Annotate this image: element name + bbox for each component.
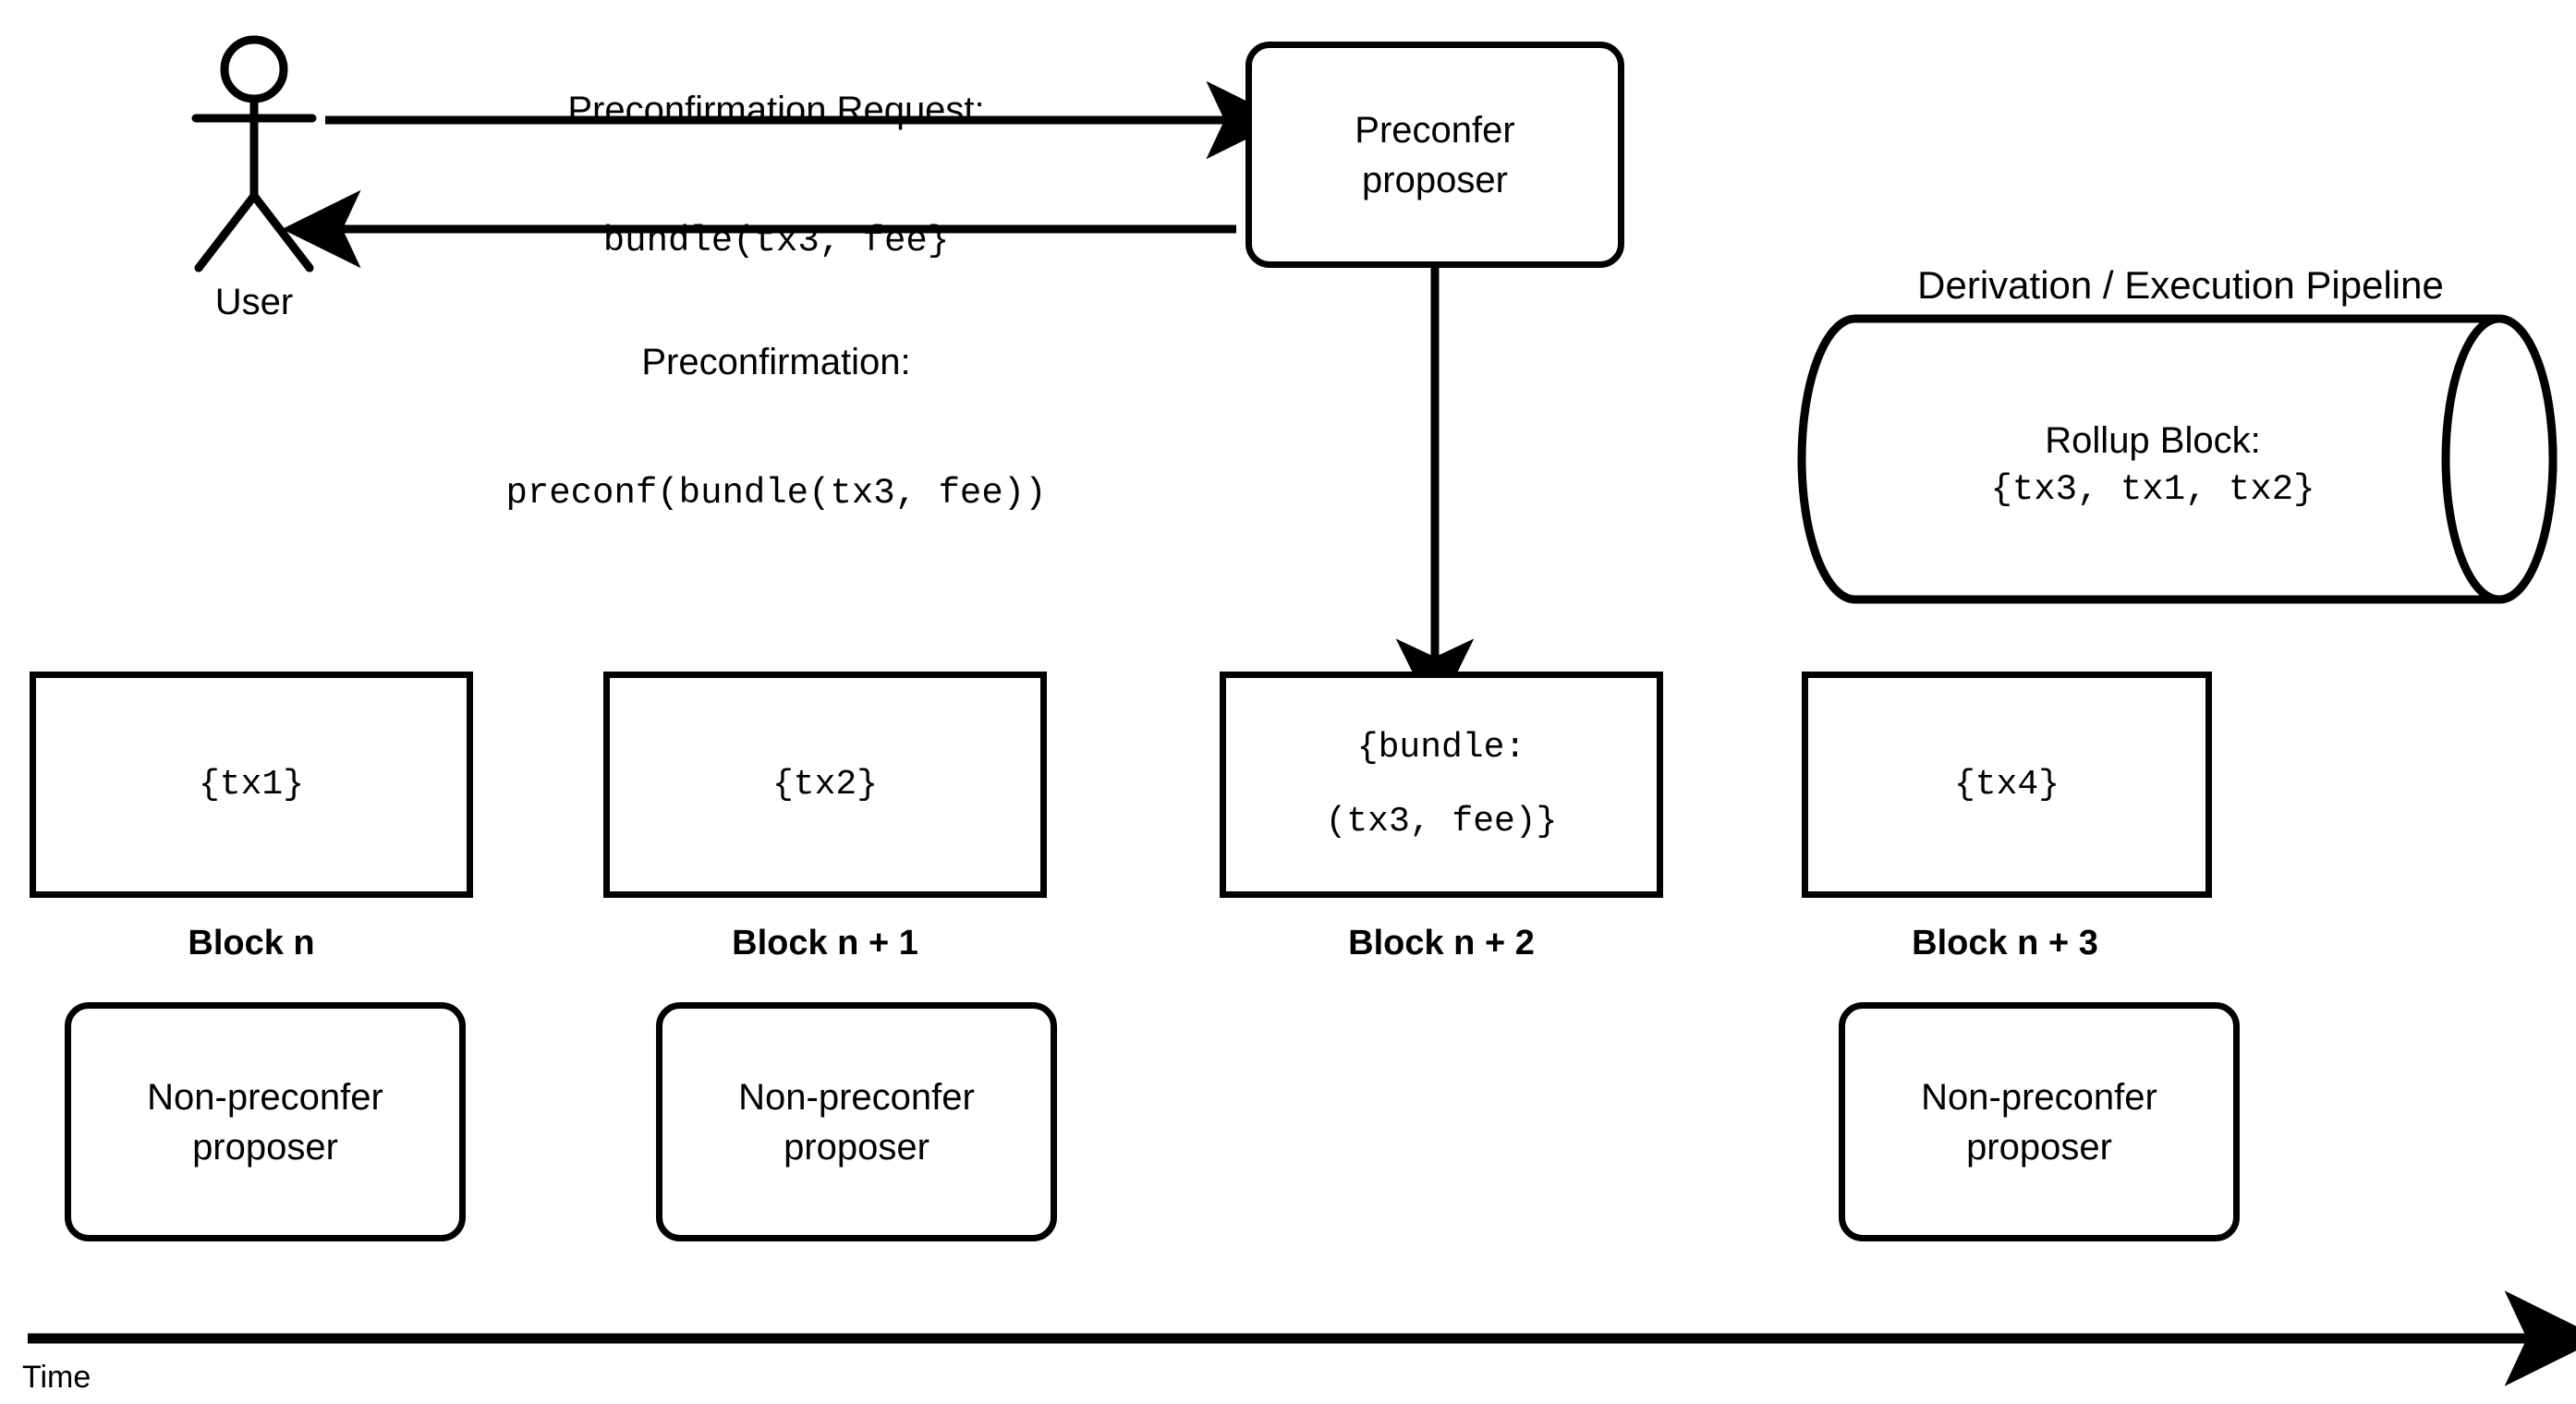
block-n-2-box[interactable]: {bundle: (tx3, fee)} [1220,672,1663,898]
stick-figure-left-leg [194,191,259,272]
np3-line2: proposer [1966,1126,2112,1168]
preconfer-line1: Preconfer [1355,109,1515,151]
block-n-2-content-line1: {bundle: [1356,727,1526,768]
np2-line2: proposer [784,1126,930,1168]
response-label-line1: Preconfirmation: [641,342,911,383]
response-label-line2: preconf(bundle(tx3, fee)) [505,472,1047,514]
np1-line2: proposer [192,1126,338,1168]
np3-line1: Non-preconfer [1921,1076,2157,1118]
block-n-2-label: Block n + 2 [1348,924,1535,962]
non-preconfer-proposer-1-box[interactable]: Non-preconfer proposer [65,1002,466,1241]
preconfirmation-request-label: Preconfirmation Request: bundle(tx3, fee… [499,2,1053,349]
np1-line1: Non-preconfer [147,1076,383,1118]
time-axis-label: Time [22,1360,91,1395]
preconfer-proposer-box[interactable]: Preconfer proposer [1245,42,1624,268]
stick-figure-head [220,35,288,103]
block-n-2-content-line2: (tx3, fee)} [1325,801,1558,841]
block-n-3-box[interactable]: {tx4} [1802,672,2212,898]
np2-line1: Non-preconfer [738,1076,975,1118]
block-n-content: {tx1} [198,764,305,805]
block-n-1-content: {tx2} [772,764,879,805]
block-n-3-label: Block n + 3 [1912,924,2098,962]
stick-figure-right-leg [249,191,314,272]
block-n-3-content: {tx4} [1953,764,2060,805]
block-n-1-label: Block n + 1 [732,924,918,962]
request-label-line2: bundle(tx3, fee} [602,220,950,261]
block-n-box[interactable]: {tx1} [30,672,473,898]
non-preconfer-proposer-2-box[interactable]: Non-preconfer proposer [656,1002,1057,1241]
block-n-label: Block n [188,924,315,962]
request-label-line1: Preconfirmation Request: [567,90,985,131]
pipeline-content-line1: Rollup Block: [2045,420,2261,461]
preconfirmation-response-label: Preconfirmation: preconf(bundle(tx3, fee… [425,254,1127,601]
user-label: User [214,282,294,322]
pipeline-title: Derivation / Execution Pipeline [1917,263,2444,307]
cylinder-right-cap [2441,314,2558,604]
preconfer-line2: proposer [1362,159,1508,200]
non-preconfer-proposer-3-box[interactable]: Non-preconfer proposer [1839,1002,2240,1241]
block-n-1-box[interactable]: {tx2} [603,672,1047,898]
pipeline-content: Rollup Block: {tx3, tx1, tx2} [1857,416,2448,514]
stick-figure-icon [191,35,317,272]
pipeline-content-line2: {tx3, tx1, tx2} [1990,469,2315,510]
